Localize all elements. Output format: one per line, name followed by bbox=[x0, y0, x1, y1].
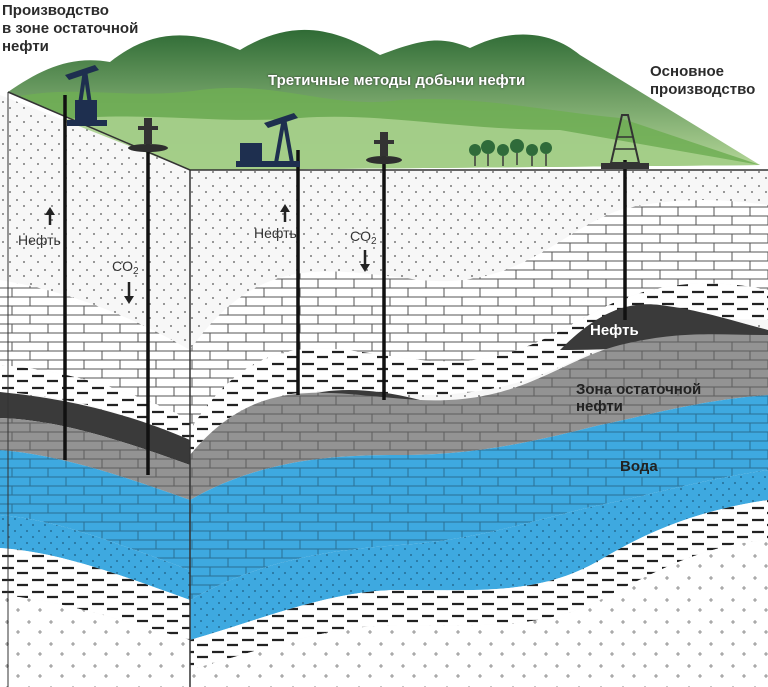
oil-up-arrow-left bbox=[45, 207, 55, 225]
oil-left-label: Нефть bbox=[18, 232, 61, 248]
oil-layer-label: Нефть bbox=[590, 322, 639, 339]
zone-production-line-3: нефти bbox=[2, 38, 49, 55]
zone-production-line-1: Производство bbox=[2, 2, 109, 19]
residual-zone-label: Зона остаточной нефти bbox=[576, 381, 701, 415]
main-production-label: Основное производство bbox=[650, 63, 755, 99]
co2-center-main: CO bbox=[350, 228, 371, 244]
main-production-line-2: производство bbox=[650, 81, 756, 98]
wellhead-icon bbox=[128, 118, 168, 152]
co2-center-sub: 2 bbox=[371, 236, 377, 247]
co2-left-sub: 2 bbox=[133, 266, 139, 277]
zone-production-label: Производство в зоне остаточной нефти bbox=[2, 2, 138, 56]
tree-icon bbox=[469, 139, 552, 166]
wellhead-icon bbox=[366, 132, 402, 164]
co2-down-arrow-left bbox=[124, 282, 134, 304]
side-face bbox=[190, 170, 768, 687]
co2-center-label: CO2 bbox=[350, 228, 377, 250]
pumpjack-icon bbox=[236, 113, 300, 167]
residual-zone-line-1: Зона остаточной bbox=[576, 381, 702, 398]
co2-left-label: CO2 bbox=[112, 258, 139, 280]
main-production-line-1: Основное bbox=[650, 63, 725, 80]
co2-down-arrow-center bbox=[360, 250, 370, 272]
pumpjack-icon bbox=[65, 65, 107, 126]
oil-up-arrow-center bbox=[280, 204, 290, 222]
drilling-rig-icon bbox=[601, 114, 649, 169]
top-surface bbox=[8, 29, 760, 170]
water-label: Вода bbox=[620, 458, 658, 475]
wells bbox=[63, 95, 627, 475]
front-face bbox=[0, 95, 190, 687]
oil-center-label: Нефть bbox=[254, 225, 297, 241]
tertiary-methods-label: Третичные методы добычи нефти bbox=[268, 72, 526, 89]
zone-production-line-2: в зоне остаточной bbox=[2, 20, 139, 37]
co2-left-main: CO bbox=[112, 258, 133, 274]
residual-zone-line-2: нефти bbox=[576, 398, 623, 415]
